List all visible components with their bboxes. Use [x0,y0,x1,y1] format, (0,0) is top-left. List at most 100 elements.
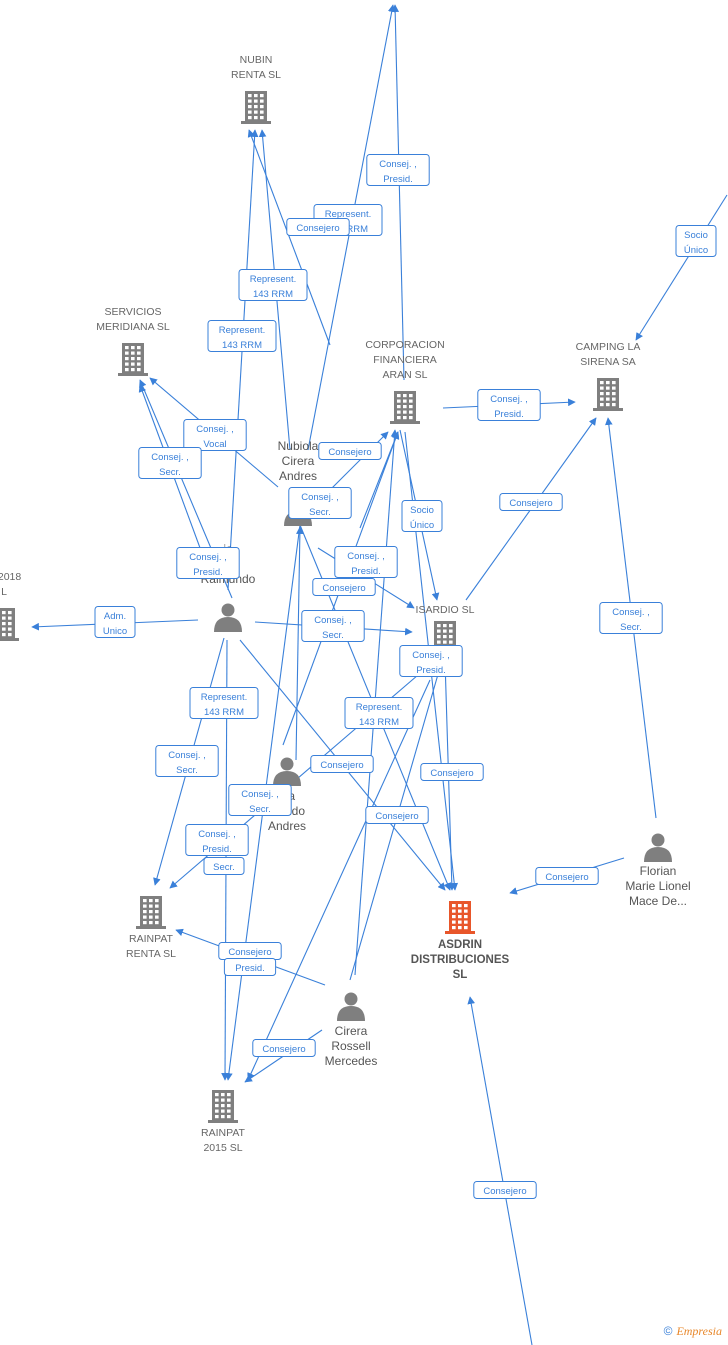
relation-label[interactable]: Represent. 143 RRM [344,697,414,729]
relation-label[interactable]: Represent. 143 RRM [189,687,259,719]
relation-label[interactable]: Consejero [473,1181,537,1199]
relation-label[interactable]: Adm.Unico [94,606,136,638]
relation-text: 143 RRM [359,717,399,728]
relation-label[interactable]: Consej. ,Secr. [155,745,219,777]
relation-label[interactable]: Consejero [318,442,382,460]
relation-label[interactable]: Consejero [499,493,563,511]
person-label[interactable]: Andres [279,469,317,483]
person-label[interactable]: Mace De... [629,894,687,908]
relation-label[interactable]: Consej. ,Presid. [334,546,398,578]
person-label[interactable]: Andres [268,819,306,833]
relation-text: Represent. [219,325,265,336]
relation-text: Único [410,520,434,531]
relation-text: Consejero [322,583,365,594]
relation-label[interactable]: Consej. ,Vocal [183,419,247,451]
building-icon[interactable] [208,1090,238,1123]
company-label[interactable]: SERVICIOS [105,306,162,318]
relation-label[interactable]: Consej. ,Presid. [185,824,249,856]
relation-text: 143 RRM [204,707,244,718]
relation-text: Presid. [193,567,223,578]
relation-text: Consejero [430,768,473,779]
company-label[interactable]: ISARDIO SL [416,604,475,616]
person-label[interactable]: Florian [640,864,677,878]
company-label[interactable]: ASDRIN [438,939,482,951]
relation-text: Consejero [228,947,271,958]
person-label[interactable]: Cirera [282,454,315,468]
building-icon[interactable] [593,378,623,411]
relation-text: 143 RRM [222,340,262,351]
relation-label[interactable]: Consejero [312,578,376,596]
relation-text: Consej. , [314,615,352,626]
company-label[interactable]: MERIDIANA SL [96,321,170,333]
company-label[interactable]: O 2018 [0,571,21,583]
company-label[interactable]: SL [453,969,468,981]
building-icon[interactable] [241,91,271,124]
company-label[interactable]: DISTRIBUCIONES [411,954,510,966]
person-icon[interactable] [214,603,242,633]
relation-label[interactable]: Consej. ,Secr. [228,784,292,816]
relation-text: Secr. [159,467,181,478]
company-label[interactable]: L [1,586,7,598]
person-label[interactable]: Marie Lionel [625,879,690,893]
relation-label[interactable]: Consej. ,Presid. [399,645,463,677]
relation-text: Secr. [620,622,642,633]
person-label[interactable]: Cirera [335,1024,368,1038]
relation-label[interactable]: Consej. ,Secr. [599,602,663,634]
person-label[interactable]: Rossell [331,1039,370,1053]
relation-text: Consejero [262,1044,305,1055]
relation-text: Represent. [356,702,402,713]
relation-text: Adm. [104,611,126,622]
person-icon[interactable] [337,992,365,1022]
relation-text: Consej. , [151,452,189,463]
person-label[interactable]: Nubiola [278,439,319,453]
building-icon[interactable] [136,896,166,929]
relation-label[interactable]: Consej. ,Secr. [288,487,352,519]
company-label[interactable]: 2015 SL [203,1142,242,1154]
edge-line [635,194,728,341]
relation-text: Secr. [309,507,331,518]
company-label[interactable]: FINANCIERA [373,354,437,366]
relation-label[interactable]: Consej. ,Presid. [366,154,430,186]
company-label[interactable]: ARAN SL [383,369,428,381]
building-icon[interactable] [390,391,420,424]
relation-text: Presid. [235,963,265,974]
brand-name[interactable]: Empresia [676,1324,722,1338]
relation-label[interactable]: Consej. , Secr. [138,447,202,479]
person-icon[interactable] [273,757,301,787]
relation-text: Represent. [201,692,247,703]
relation-text: Consejero [320,760,363,771]
relation-text: Consej. , [198,829,236,840]
person-icon[interactable] [644,833,672,863]
relation-label[interactable]: Presid. [223,958,277,976]
company-label[interactable]: CORPORACION [365,339,444,351]
company-label[interactable]: RAINPAT [129,933,174,945]
relation-label[interactable]: Represent. 143 RRM [207,320,277,352]
company-label[interactable]: RAINPAT [201,1127,246,1139]
relation-label[interactable]: Consejero [286,218,350,236]
relation-text: Consej. , [490,394,528,405]
relation-label[interactable]: Consej. ,Presid. [477,389,541,421]
person-label[interactable]: Mercedes [325,1054,378,1068]
building-icon[interactable] [118,343,148,376]
relation-label[interactable]: Consej. ,Secr. [301,610,365,642]
building-icon[interactable] [0,608,19,641]
relation-label[interactable]: Represent.143 RRM [238,269,308,301]
company-label[interactable]: NUBIN [240,54,273,66]
relation-label[interactable]: Consejero [252,1039,316,1057]
relation-label[interactable]: Consejero [365,806,429,824]
relation-label[interactable]: Consejero [420,763,484,781]
company-label[interactable]: RENTA SL [231,69,281,81]
company-label[interactable]: RENTA SL [126,948,176,960]
relation-label[interactable]: Consejero [535,867,599,885]
building-icon[interactable] [445,901,475,934]
relation-label[interactable]: Secr. [203,857,245,875]
company-label[interactable]: CAMPING LA [576,341,641,353]
relation-text: Consejero [545,872,588,883]
relation-label[interactable]: Consejero [310,755,374,773]
relation-label[interactable]: Consej. ,Presid. [176,547,240,579]
relation-label[interactable]: Consejero [218,942,282,960]
company-label[interactable]: SIRENA SA [580,356,635,368]
edge-line [138,384,211,576]
